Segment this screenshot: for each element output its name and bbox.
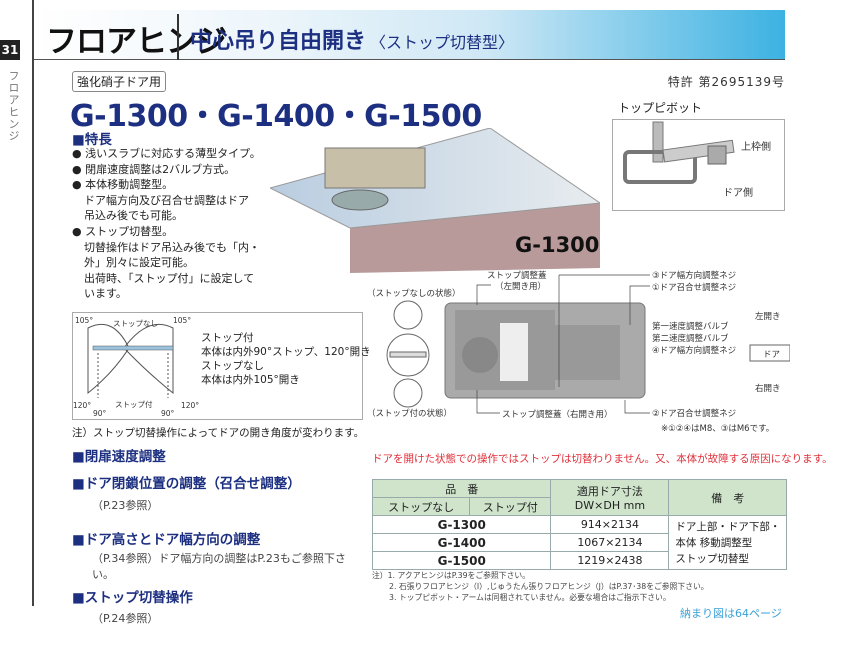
header-divider xyxy=(177,14,179,60)
page-number: 31 xyxy=(0,40,20,60)
parts-diagram: （ストップなしの状態） （ストップ付の状態） ストップ調整蓋 （左開き用） スト… xyxy=(365,265,790,440)
angle-105-left: 105° xyxy=(75,316,94,325)
ref-height-width: （P.34参照）ドア幅方向の調整はP.23もご参照下さい。 xyxy=(92,552,346,581)
feature-detail: 吊込み後でも可能。 xyxy=(84,209,183,223)
label-no-stop: ストップなし xyxy=(113,319,158,328)
top-pivot-title: トップピボット xyxy=(618,101,703,115)
features-list: 浅いスラブに対応する薄型タイプ。 閉扉速度調整は2バルブ方式。 本体移動調整型。… xyxy=(72,146,262,302)
feature-detail: ドア幅方向及び召合せ調整はドア xyxy=(84,193,249,207)
state-no-stop: （ストップなしの状態） xyxy=(367,289,461,299)
remark-line: ドア上部・ドア下部・ xyxy=(675,520,781,533)
angle-description: ストップ付 本体は内外90°ストップ、120°開き ストップなし 本体は内外10… xyxy=(201,331,371,387)
angle-120-left: 120° xyxy=(73,401,92,410)
angle-arcs-illustration xyxy=(87,323,174,398)
label-with-stop: ストップ付 xyxy=(115,400,153,409)
product-photo xyxy=(270,128,600,273)
desc-line: ストップ付 xyxy=(201,332,254,344)
desc-line: 本体は内外90°ストップ、120°開き xyxy=(201,346,371,358)
page-title: フロアヒンジ xyxy=(46,24,227,60)
cell-model: G-1400 xyxy=(371,533,552,552)
th-with-stop: ストップ付 xyxy=(469,497,552,516)
cell-size: 1219×2438 xyxy=(550,551,670,570)
subtitle-type: 〈ストップ切替型〉 xyxy=(370,33,515,52)
label-door: ドア xyxy=(763,350,781,360)
th-size-label: 適用ドア寸法 xyxy=(576,485,643,498)
feature-detail: 出荷時、「ストップ付」に設定して xyxy=(84,271,255,285)
cell-size: 1067×2134 xyxy=(550,533,670,552)
feature-item: 閉扉速度調整は2バルブ方式。 xyxy=(72,162,262,178)
feature-detail: 切替操作はドア吊込み後でも「内・ xyxy=(84,240,260,254)
features-heading: ■特長 xyxy=(72,132,112,148)
angle-90-left: 90° xyxy=(93,409,107,418)
usage-badge: 強化硝子ドア用 xyxy=(72,71,167,92)
label-right-open: 右開き xyxy=(755,384,781,394)
product-label: G-1300 xyxy=(515,233,600,257)
feature-item: 本体移動調整型。 xyxy=(72,177,262,193)
label-door-side: ドア側 xyxy=(723,188,753,199)
section-closing-speed: ■閉扉速度調整 xyxy=(72,449,166,465)
stop-cover-right: ストップ調整蓋（右開き用） xyxy=(502,410,613,420)
table-row: G-1500 1219×2438 xyxy=(371,551,787,570)
table-row: G-1300 914×2134 ドア上部・ドア下部・本体 移動調整型ストップ切替… xyxy=(371,515,787,570)
angle-105-right: 105° xyxy=(173,316,192,325)
top-pivot-image: 上枠側 ドア側 xyxy=(612,119,785,211)
desc-line: ストップなし xyxy=(201,360,264,372)
feature-detail: 外」別々に設定可能。 xyxy=(84,256,194,270)
model-numbers: G-1300・G-1400・G-1500 xyxy=(70,99,482,134)
label-top-frame: 上枠側 xyxy=(741,142,771,153)
remark-line: 本体 移動調整型 xyxy=(675,536,753,549)
cell-model: G-1500 xyxy=(371,551,552,570)
cell-remarks: ドア上部・ドア下部・本体 移動調整型ストップ切替型 xyxy=(668,515,787,570)
note-line: 3. トップピボット・アームは同梱されていません。必要な場合はご指示下さい。 xyxy=(389,593,671,602)
subtitle-main: 中心吊り自由開き xyxy=(190,29,367,54)
page-header: フロアヒンジ 中心吊り自由開き〈ストップ切替型〉 xyxy=(34,10,785,60)
angle-120-right: 120° xyxy=(181,401,200,410)
floor-hinge-top-view xyxy=(386,274,790,414)
th-no-stop: ストップなし xyxy=(371,497,471,516)
label-left-open: 左開き xyxy=(755,312,781,322)
cell-model: G-1300 xyxy=(371,515,552,534)
table-notes: 注）1. アクアヒンジはP.39をご参照下さい。 2. 石張りフロアヒンジ（I）… xyxy=(372,570,709,603)
installation-drawing-link[interactable]: 納まり図は64ページ xyxy=(680,607,782,620)
stop-cover-left: ストップ調整蓋 xyxy=(487,271,547,281)
page-subtitle: 中心吊り自由開き〈ストップ切替型〉 xyxy=(190,23,514,55)
label-screw-4: ④ドア幅方向調整ネジ xyxy=(652,346,737,356)
section-height-width: ■ドア高さとドア幅方向の調整 xyxy=(72,532,261,548)
label-screw-1: ①ドア召合せ調整ネジ xyxy=(652,283,737,293)
section-closing-position: ■ドア閉鎖位置の調整（召合せ調整） xyxy=(72,476,301,492)
warning-text: ドアを開けた状態での操作ではストップは切替わりません。又、本体が故障する原因にな… xyxy=(372,453,833,465)
angle-90-right: 90° xyxy=(161,409,175,418)
th-size-unit: DW×DH mm xyxy=(574,499,646,512)
ref-closing-position: （P.23参照） xyxy=(92,499,159,512)
stop-cover-left-sub: （左開き用） xyxy=(495,282,547,292)
opening-angle-diagram: 105° 105° ストップなし 120° 120° 90° 90° ストップ付… xyxy=(72,312,371,420)
top-pivot-illustration xyxy=(623,121,735,184)
angle-note: 注）ストップ切替操作によってドアの開き角度が変わります。 xyxy=(72,427,365,439)
table-row: G-1400 1067×2134 xyxy=(371,533,787,552)
section-side-label: フロアヒンジ xyxy=(7,70,20,142)
state-with-stop: （ストップ付の状態） xyxy=(367,409,453,419)
page-margin-rule xyxy=(32,0,34,606)
note-line: 2. 石張りフロアヒンジ（I）,じゅうたん張りフロアヒンジ（J）はP.37･38… xyxy=(389,582,709,591)
section-stop-switch: ■ストップ切替操作 xyxy=(72,590,193,606)
ref-stop-switch: （P.24参照） xyxy=(92,612,159,625)
feature-item: ストップ切替型。 xyxy=(72,224,262,240)
label-screw-2: ②ドア召合せ調整ネジ xyxy=(652,409,737,419)
remark-line: ストップ切替型 xyxy=(675,552,749,565)
label-screw-3: ③ドア幅方向調整ネジ xyxy=(652,271,737,281)
th-model: 品 番 xyxy=(371,479,552,498)
cell-size: 914×2134 xyxy=(550,515,670,534)
note-line: 注）1. アクアヒンジはP.39をご参照下さい。 xyxy=(372,571,530,580)
screw-size-note: ※①②④はM8、③はM6です。 xyxy=(661,424,775,434)
desc-line: 本体は内外105°開き xyxy=(201,374,300,386)
feature-detail: います。 xyxy=(84,287,127,301)
label-valve-2: 第二速度調整バルブ xyxy=(652,334,729,344)
patent-number: 特許 第2695139号 xyxy=(667,75,785,89)
th-remarks: 備 考 xyxy=(668,479,787,516)
label-valve-1: 第一速度調整バルブ xyxy=(652,322,729,332)
feature-item: 浅いスラブに対応する薄型タイプ。 xyxy=(72,146,262,162)
